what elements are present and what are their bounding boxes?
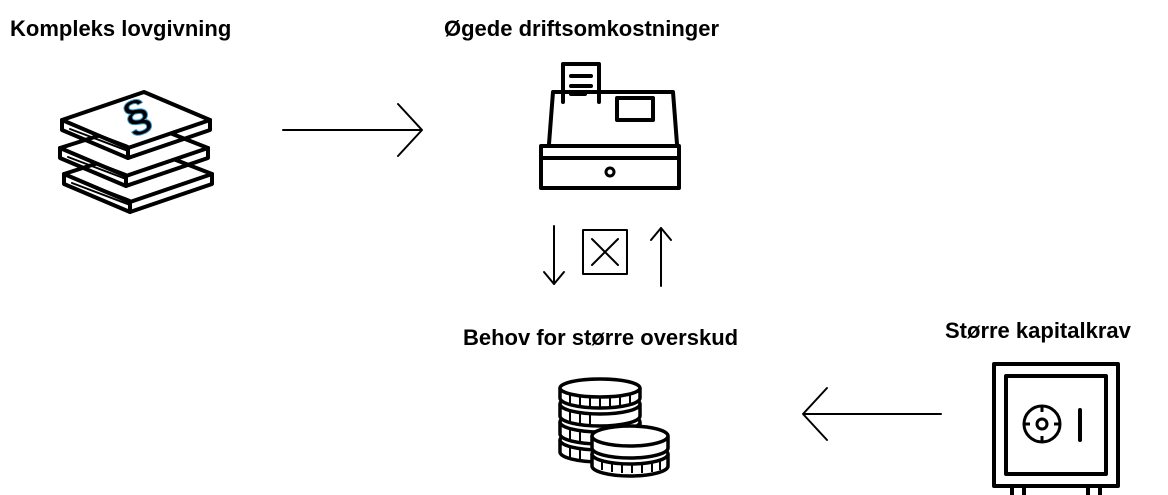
arrows-up-down-icon — [543, 225, 672, 287]
law-books-icon: § — [58, 88, 214, 214]
cash-register-icon — [539, 62, 681, 190]
label-storre-kapitalkrav: Større kapitalkrav — [945, 318, 1131, 343]
safe-icon — [992, 362, 1120, 495]
label-ogede-driftsomkostninger: Øgede driftsomkostninger — [444, 16, 720, 41]
label-kompleks-lovgivning: Kompleks lovgivning — [10, 16, 232, 41]
coin-stacks-icon — [558, 377, 670, 478]
arrow-right-icon — [282, 103, 423, 157]
arrow-left-icon — [802, 387, 942, 441]
label-behov-for-storre-overskud: Behov for større overskud — [463, 325, 739, 350]
